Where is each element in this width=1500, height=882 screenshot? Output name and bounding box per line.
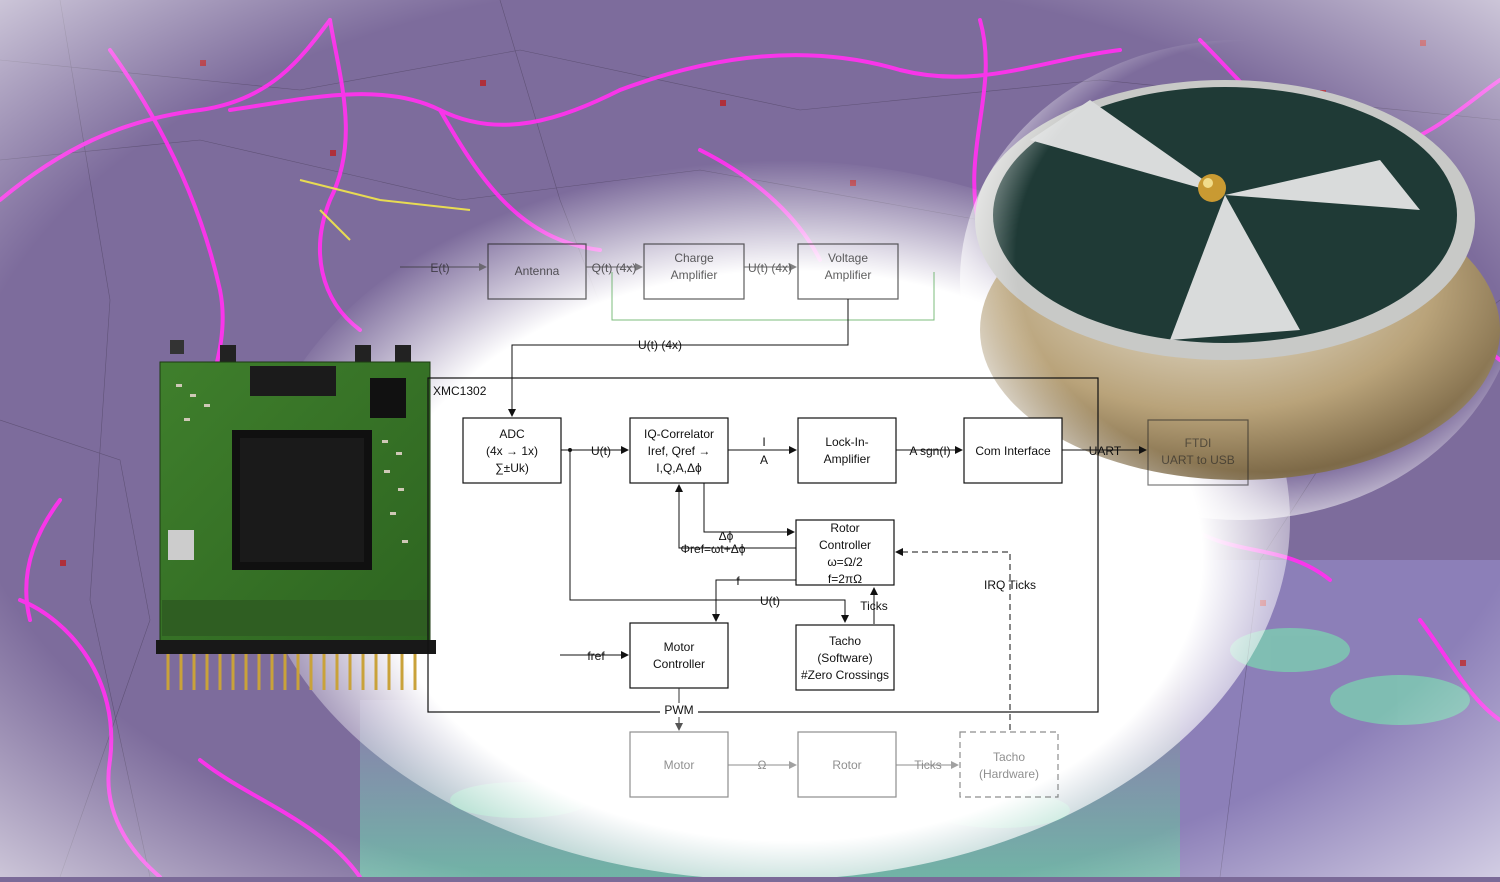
block-charge-amplifier-line2: Amplifier — [671, 268, 718, 282]
block-tacho-hardware — [959, 731, 1059, 798]
block-lock-in-line2: Amplifier — [824, 452, 871, 466]
block-iq-correlator — [629, 417, 729, 484]
block-tacho-software-line1: Tacho — [829, 634, 861, 648]
block-iq-correlator-line1: IQ-Correlator — [644, 427, 714, 441]
block-adc — [462, 417, 562, 484]
block-ftdi-line2: UART to USB — [1161, 453, 1235, 467]
block-adc-line3: ∑±Uk) — [495, 461, 529, 475]
block-rotor-controller-line4: f=2πΩ — [828, 572, 862, 586]
signal-irq-ticks: IRQ Ticks — [984, 578, 1036, 592]
arrow-u-t-4x-to-adc — [508, 299, 849, 417]
signal-a-sgn: A sgn(I) — [909, 444, 950, 458]
signal-omega: Ω — [758, 758, 767, 772]
signal-fref: fref — [587, 649, 605, 663]
block-tacho-hardware-line1: Tacho — [993, 750, 1025, 764]
signal-u-t-4x-a: U(t) (4x) — [748, 261, 792, 275]
block-voltage-amplifier-line1: Voltage — [828, 251, 868, 265]
block-motor-controller-line1: Motor — [664, 640, 695, 654]
block-tacho-software — [795, 624, 895, 691]
block-rotor-controller-line2: Controller — [819, 538, 871, 552]
block-ftdi — [1147, 419, 1249, 486]
signal-phi-ref: Φref=ωt+Δϕ — [680, 542, 745, 556]
block-motor-controller-line2: Controller — [653, 657, 705, 671]
green-shield-line — [611, 272, 935, 321]
signal-q-t: Q(t) (4x) — [592, 261, 637, 275]
rotor-disc-photo — [960, 40, 1500, 520]
signal-i: I — [762, 435, 765, 449]
block-voltage-amplifier-line2: Amplifier — [825, 268, 872, 282]
pcb-board-photo — [156, 340, 436, 690]
block-motor-controller — [629, 622, 729, 689]
signal-dphi: Δϕ — [719, 529, 734, 543]
chip-label: XMC1302 — [433, 384, 487, 398]
signal-f: f — [736, 574, 740, 588]
arrow-f — [712, 579, 796, 622]
arrow-dphi — [703, 483, 795, 536]
arrow-phi-ref — [675, 484, 796, 549]
block-rotor-controller-line3: ω=Ω/2 — [827, 555, 863, 569]
block-charge-amplifier — [643, 243, 745, 300]
pwm-label-bg — [660, 703, 698, 717]
block-rotor-controller-line1: Rotor — [830, 521, 859, 535]
signal-a: A — [760, 453, 768, 467]
block-tacho-software-line3: #Zero Crossings — [801, 668, 889, 682]
signal-ticks-hw: Ticks — [914, 758, 942, 772]
block-rotor-controller — [795, 519, 895, 586]
arrow-u-t-lower — [569, 450, 849, 623]
block-antenna — [487, 243, 587, 300]
signal-u-t-4x-b: U(t) (4x) — [638, 338, 682, 352]
block-rotor-label: Rotor — [832, 758, 861, 772]
block-adc-line1: ADC — [499, 427, 525, 441]
block-iq-correlator-line2: Iref, Qref → — [648, 444, 711, 458]
block-iq-correlator-line3: I,Q,A,Δϕ — [656, 461, 702, 475]
signal-pwm: PWM — [664, 703, 693, 717]
arrow-irq-ticks — [895, 548, 1011, 730]
signal-u-t: U(t) — [591, 444, 611, 458]
block-tacho-software-line2: (Software) — [817, 651, 872, 665]
signal-ticks: Ticks — [860, 599, 888, 613]
signal-u-t-lower: U(t) — [760, 594, 780, 608]
signal-uart: UART — [1089, 444, 1122, 458]
block-tacho-hardware-line2: (Hardware) — [979, 767, 1039, 781]
block-com-interface-label: Com Interface — [975, 444, 1051, 458]
block-ftdi-line1: FTDI — [1185, 436, 1212, 450]
block-lock-in-amplifier — [797, 417, 897, 484]
block-antenna-label: Antenna — [515, 264, 560, 278]
block-charge-amplifier-line1: Charge — [674, 251, 714, 265]
block-adc-line2: (4x → 1x) — [486, 444, 538, 458]
block-com-interface — [963, 417, 1063, 484]
xmc1302-boundary — [427, 377, 1099, 713]
block-motor-label: Motor — [664, 758, 695, 772]
block-lock-in-line1: Lock-In- — [825, 435, 868, 449]
signal-e-t: E(t) — [430, 261, 449, 275]
